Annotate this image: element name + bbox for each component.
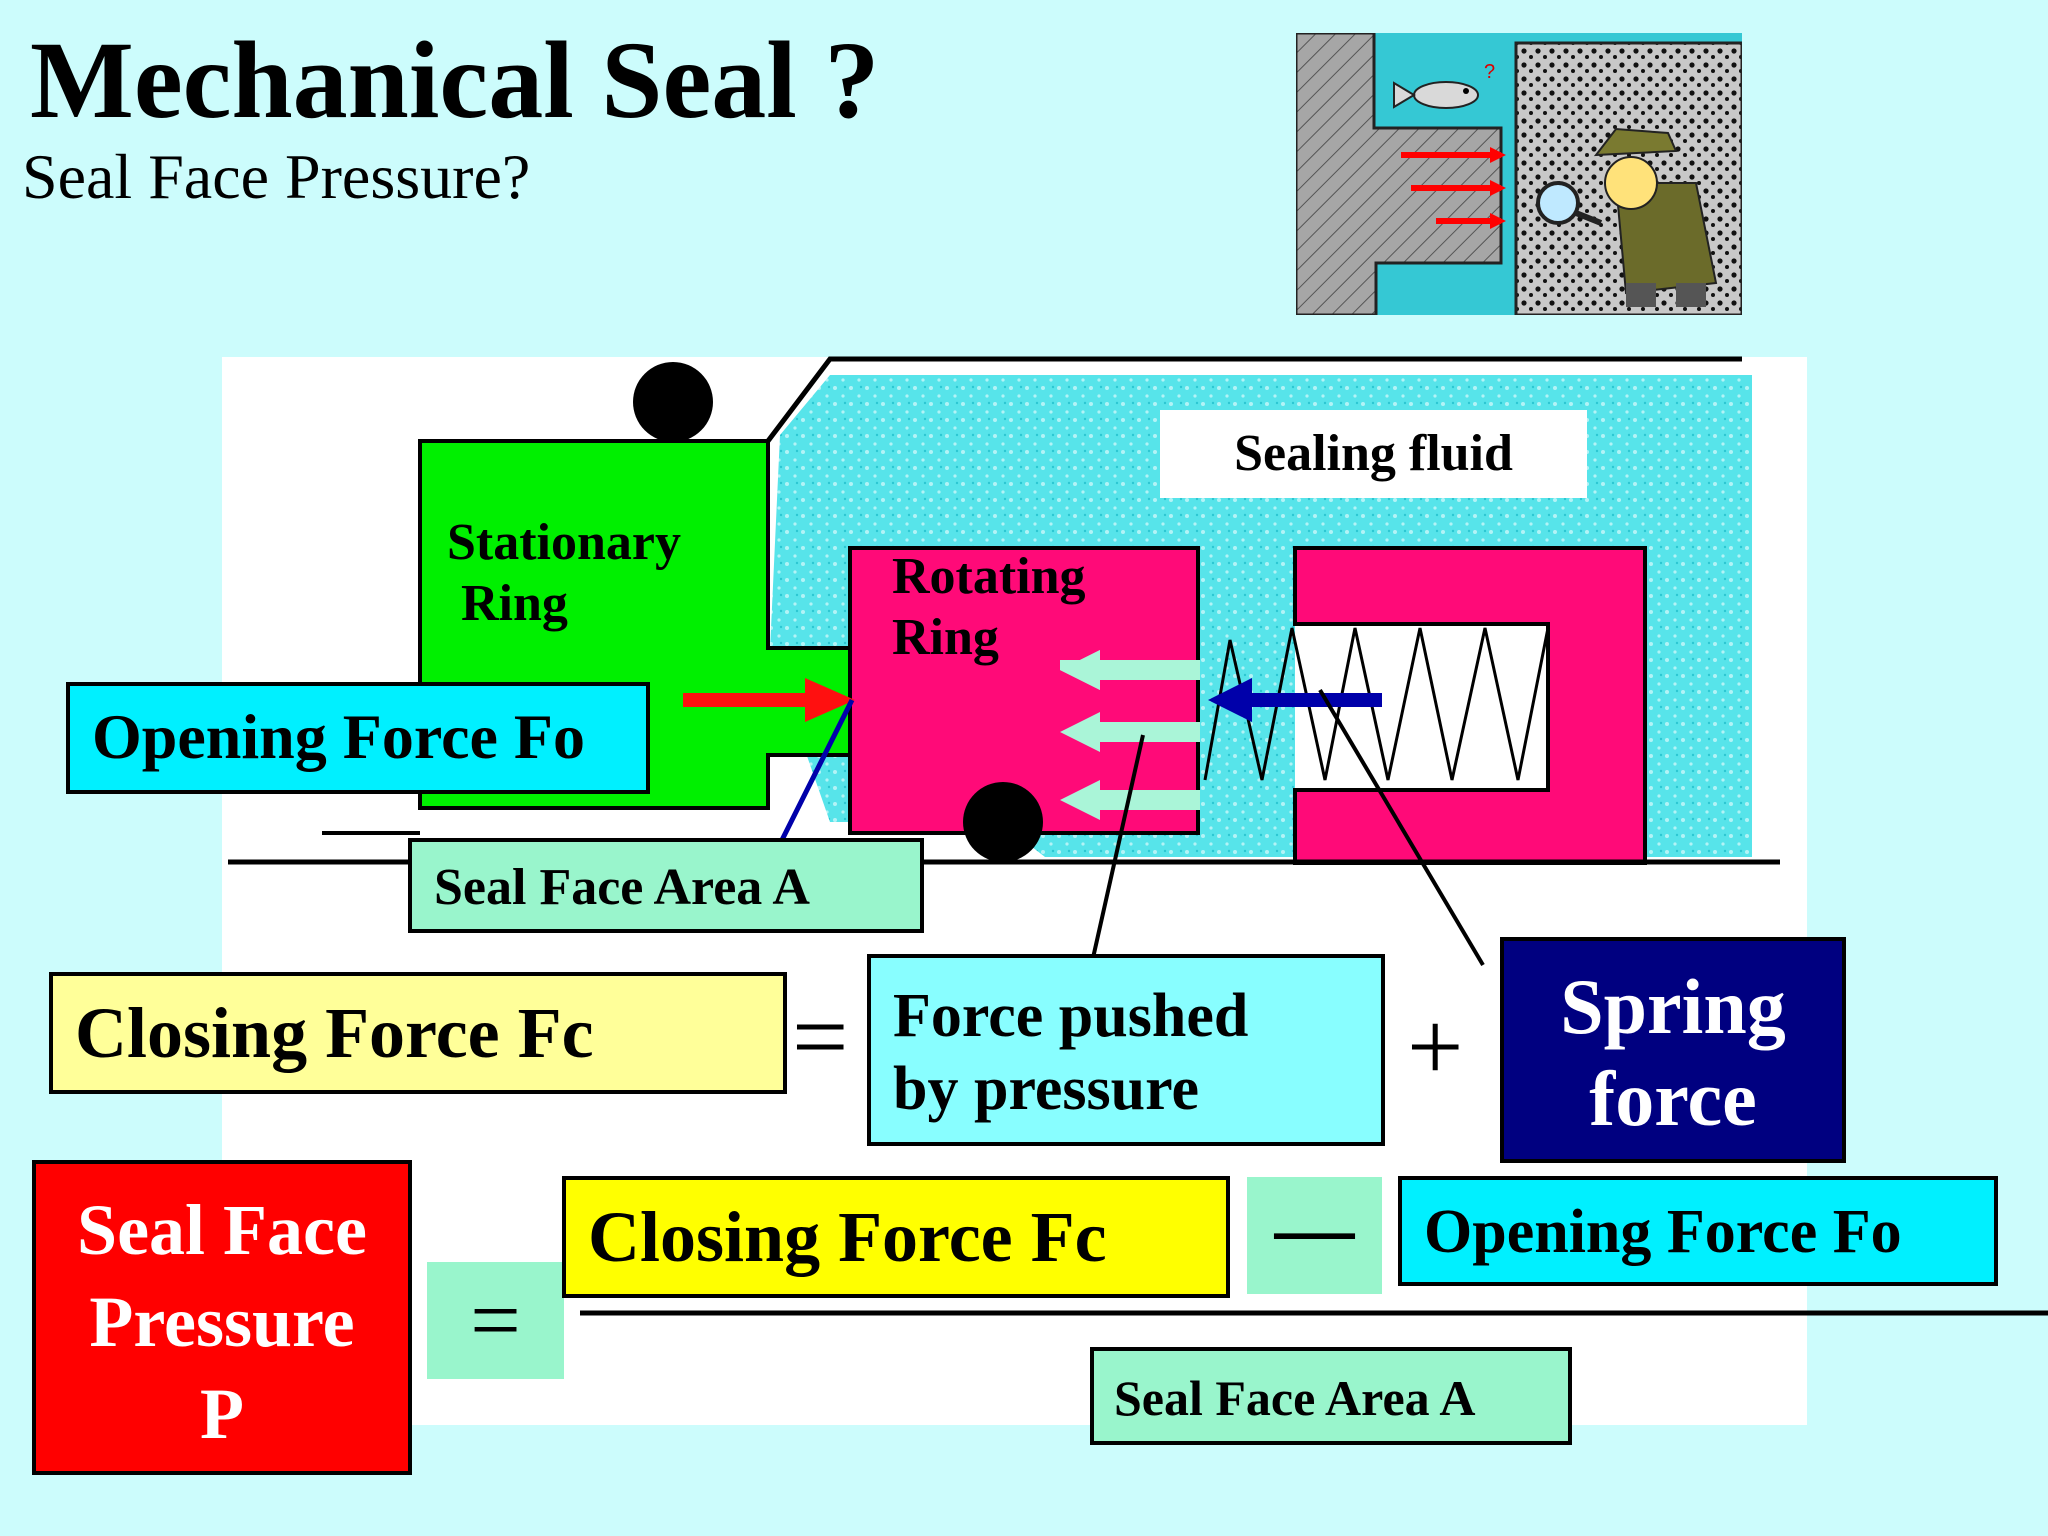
eq2-seal-face-area: Seal Face Area A bbox=[1090, 1347, 1572, 1445]
eq1-plus-sign: + bbox=[1407, 991, 1464, 1102]
spring-force-arrowhead bbox=[1208, 678, 1252, 722]
opening-force-arrowhead bbox=[805, 678, 855, 722]
eq1-equals-sign: = bbox=[792, 981, 849, 1092]
eq1-spring-force: Spring force bbox=[1500, 937, 1846, 1163]
fish-illustration: ? bbox=[1393, 61, 1495, 109]
eq2-equals-sign: = bbox=[427, 1262, 564, 1379]
rotating-ring bbox=[848, 546, 1200, 835]
eq1-closing-force: Closing Force Fc bbox=[49, 972, 787, 1094]
opening-force-label: Opening Force Fo bbox=[66, 682, 650, 794]
eq2-closing-force: Closing Force Fc bbox=[562, 1176, 1230, 1298]
sealing-fluid-label: Sealing fluid bbox=[1160, 410, 1587, 498]
rotating-ring-label-line1: Rotating bbox=[892, 548, 1086, 605]
seal-face-pressure-result: Seal Face Pressure P bbox=[32, 1160, 412, 1475]
rotating-ring-label-line2: Ring bbox=[892, 609, 999, 667]
stationary-ring-label-line2: Ring bbox=[461, 575, 568, 633]
o-ring-bottom bbox=[963, 782, 1043, 862]
stationary-ring-label: Stationary Ring bbox=[447, 512, 681, 635]
result-line1: Seal Face bbox=[77, 1190, 367, 1270]
magnifier-icon bbox=[1536, 181, 1603, 226]
eq2-minus-sign: — bbox=[1247, 1177, 1382, 1294]
result-line3: P bbox=[200, 1374, 244, 1455]
detective-figure bbox=[1593, 127, 1718, 307]
eq2-opening-force: Opening Force Fo bbox=[1398, 1176, 1998, 1286]
page-subtitle: Seal Face Pressure? bbox=[22, 141, 531, 212]
spring-retainer bbox=[1293, 546, 1647, 865]
pressure-force-leader bbox=[1091, 734, 1145, 959]
svg-text:?: ? bbox=[1484, 61, 1495, 83]
seal-face-area-leader bbox=[779, 698, 855, 842]
rotating-ring-label: Rotating Ring bbox=[892, 546, 1086, 669]
o-ring-top bbox=[633, 362, 713, 442]
seal-face-area-label: Seal Face Area A bbox=[408, 838, 924, 933]
spring-force-leader bbox=[1318, 688, 1485, 967]
result-line2: Pressure bbox=[89, 1282, 355, 1363]
page-title: Mechanical Seal ? bbox=[30, 19, 880, 141]
detective-illustration: ? bbox=[1296, 33, 1742, 315]
eq1-spring-force-line2: force bbox=[1589, 1055, 1757, 1143]
eq1-pressure-force-line2: by pressure bbox=[893, 1055, 1200, 1124]
housing-outline bbox=[766, 356, 1742, 443]
stationary-ring-label-line1: Stationary bbox=[447, 514, 681, 571]
eq1-spring-force-line1: Spring bbox=[1560, 963, 1786, 1050]
eq1-pressure-force-line1: Force pushed bbox=[893, 982, 1249, 1050]
eq1-pressure-force: Force pushed by pressure bbox=[867, 954, 1385, 1146]
